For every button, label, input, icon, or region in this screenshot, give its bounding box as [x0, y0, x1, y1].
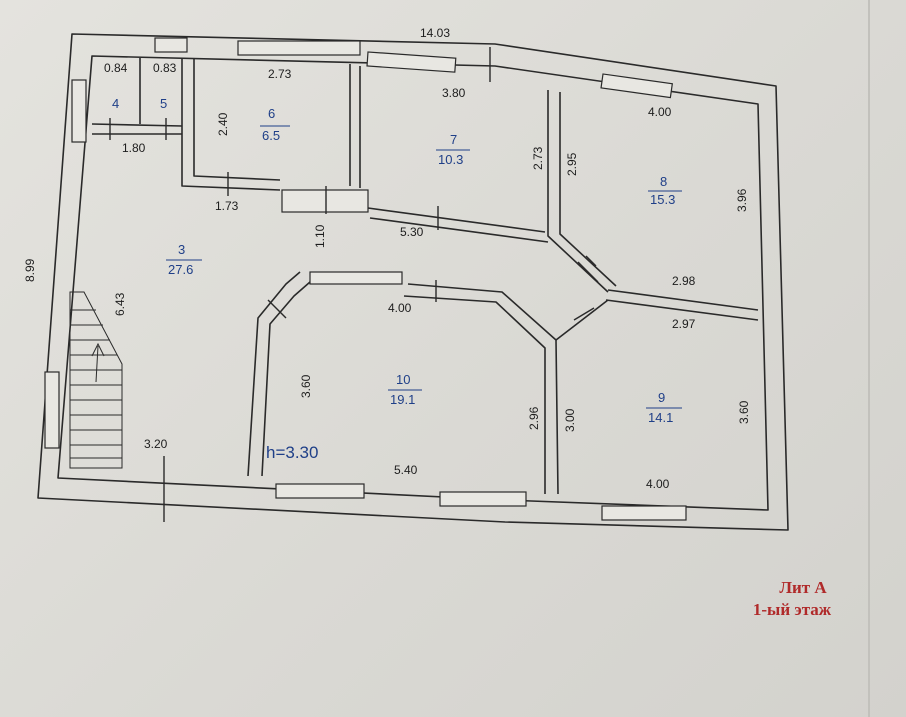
dim-overall-height: 8.99	[23, 258, 37, 282]
room-6-area: 6.5	[262, 128, 280, 143]
dim-room8-left: 2.95	[565, 152, 579, 176]
dim-room8-top: 4.00	[648, 105, 672, 119]
dim-corridor-length: 5.30	[400, 225, 424, 239]
dim-room9-bottom: 4.00	[646, 477, 670, 491]
room-7-number: 7	[450, 132, 457, 147]
staircase	[69, 291, 123, 469]
tick-marks	[109, 47, 599, 522]
plan-title: Лит А	[779, 578, 827, 597]
room-9-number: 9	[658, 390, 665, 405]
dim-room8-right: 3.96	[735, 188, 749, 212]
room-6-number: 6	[268, 106, 275, 121]
dim-room8-bottom: 2.98	[672, 274, 696, 288]
room-labels: 4 5 6 6.5 7 10.3 8 15.3 3 27.6 10 19.1 9…	[112, 96, 682, 462]
dim-room10-bottom: 5.40	[394, 463, 418, 477]
dim-room10-left: 3.60	[299, 374, 313, 398]
dim-room7-side: 2.73	[531, 146, 545, 170]
dim-room45-bottom: 1.80	[122, 141, 146, 155]
ceiling-height-label: h=3.30	[266, 443, 318, 462]
dim-room9-top: 2.97	[672, 317, 696, 331]
paper-fold-line	[868, 0, 870, 717]
room-10-area: 19.1	[390, 392, 415, 407]
dim-room9-right: 3.60	[737, 400, 751, 424]
dim-overall-width: 14.03	[420, 26, 450, 40]
interior-walls	[91, 58, 759, 495]
dim-room7-top: 3.80	[442, 86, 466, 100]
dim-room6-side: 2.40	[216, 112, 230, 136]
room-5-number: 5	[160, 96, 167, 111]
dimension-labels: 14.03 8.99 0.84 0.83 1.80 2.73 2.40 1.73…	[23, 26, 751, 491]
room-3-area: 27.6	[168, 262, 193, 277]
dim-corridor-gap: 1.10	[313, 224, 327, 248]
dim-room10-top: 4.00	[388, 301, 412, 315]
room-8-number: 8	[660, 174, 667, 189]
windows	[44, 37, 687, 521]
dim-room10-right: 2.96	[527, 406, 541, 430]
dim-room6-bottom: 1.73	[215, 199, 239, 213]
dim-stair-length: 6.43	[113, 292, 127, 316]
room-8-area: 15.3	[650, 192, 675, 207]
dim-room5-width: 0.83	[153, 61, 177, 75]
room-7-area: 10.3	[438, 152, 463, 167]
room-4-number: 4	[112, 96, 119, 111]
dim-room3-bottom: 3.20	[144, 437, 168, 451]
room-3-number: 3	[178, 242, 185, 257]
plan-floor-label: 1-ый этаж	[752, 600, 832, 619]
room-9-area: 14.1	[648, 410, 673, 425]
dim-room6-top: 2.73	[268, 67, 292, 81]
dim-room9-left: 3.00	[563, 408, 577, 432]
dim-room4-width: 0.84	[104, 61, 128, 75]
room-10-number: 10	[396, 372, 410, 387]
outer-walls	[37, 33, 789, 531]
